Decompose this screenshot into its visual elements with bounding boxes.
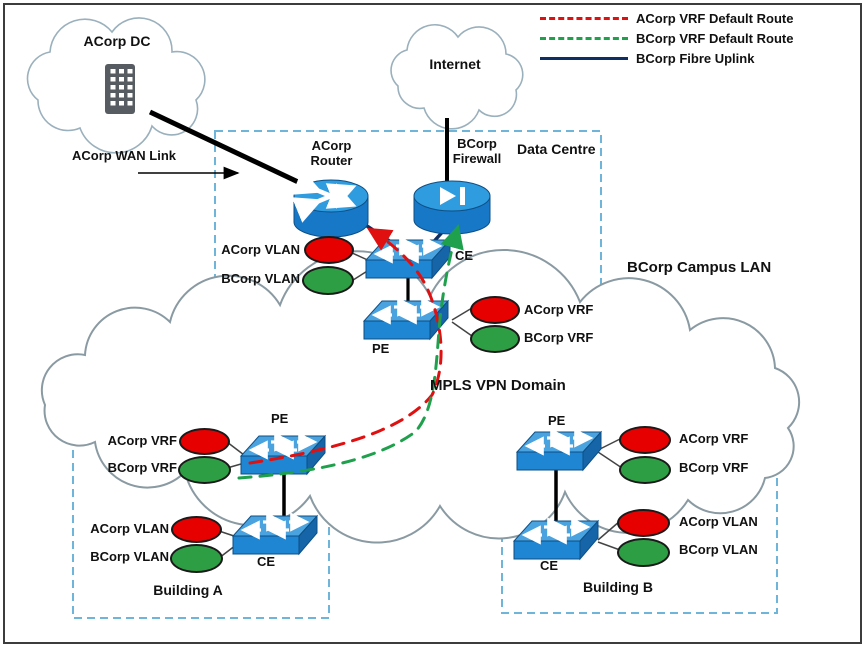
building-b-ce-acorp-vlan-ellipse [617,509,670,537]
building-b-ce-bcorp-vlan-label: BCorp VLAN [679,542,758,557]
acorp-wan-link-line [148,109,334,201]
campus-lan-label: BCorp Campus LAN [627,259,772,276]
building-a-pe-bcorp-vrf-ellipse [178,456,231,484]
legend-label: BCorp VRF Default Route [636,30,794,46]
internet-cloud-label: Internet [429,56,481,72]
building-a-ce-acorp-vlan-ellipse [171,516,222,543]
acorp-wan-link-label: ACorp WAN Link [72,148,176,163]
dc-ce-acorp-vlan-label: ACorp VLAN [221,242,300,257]
internet-cloud-shape [390,24,524,130]
building-windows [110,69,133,106]
legend: ACorp VRF Default Route BCorp VRF Defaul… [540,8,793,68]
building-b-pe-label: PE [548,413,566,428]
building-b-label: Building B [583,579,653,595]
building-a-pe-acorp-vrf-ellipse [179,428,230,455]
building-b-ce-label: CE [540,558,559,573]
building-b-ce-acorp-vlan-label: ACorp VLAN [679,514,758,529]
bcorp-vrf-default-route-line [237,224,464,480]
bcorp-firewall-label: BCorp Firewall [452,136,502,166]
dc-ce-label: CE [455,248,474,263]
building-b-pe-acorp-vrf-ellipse [619,426,671,454]
building-a-ce-label: CE [257,554,276,569]
dc-pe-bcorp-vrf-ellipse [470,325,520,353]
dc-ce-bcorp-vlan-label: BCorp VLAN [221,271,300,286]
building-a-pe-label: PE [271,411,289,426]
building-b-pe-acorp-vrf-label: ACorp VRF [679,431,749,446]
bcorp-route-dash-sample-icon [540,36,628,40]
dc-pe-bcorp-vrf-label: BCorp VRF [524,330,594,345]
building-b-pe-bcorp-vrf-label: BCorp VRF [679,460,749,475]
image-border [3,3,862,644]
acorp-vrf-default-route-line [248,227,443,465]
dc-pe-acorp-vrf-label: ACorp VRF [524,302,594,317]
legend-item-acorp-route: ACorp VRF Default Route [540,8,793,28]
fibre-uplink-sample-icon [540,56,628,60]
building-a-pe-bcorp-vrf-label: BCorp VRF [107,460,177,475]
mpls-domain-label: MPLS VPN Domain [430,377,566,394]
acorp-dc-cloud-label: ACorp DC [83,33,151,49]
acorp-route-dash-sample-icon [540,16,628,20]
building-a-ce-bcorp-vlan-ellipse [170,544,223,573]
legend-item-bcorp-route: BCorp VRF Default Route [540,28,793,48]
building-a-ce-acorp-vlan-label: ACorp VLAN [90,521,169,536]
building-b-ce-bcorp-vlan-ellipse [617,538,670,567]
legend-item-fibre-uplink: BCorp Fibre Uplink [540,48,793,68]
building-b-pe-bcorp-vrf-ellipse [619,456,671,484]
legend-label: BCorp Fibre Uplink [636,50,755,66]
building-a-ce-bcorp-vlan-label: BCorp VLAN [90,549,169,564]
legend-label: ACorp VRF Default Route [636,10,794,26]
building-a-label: Building A [153,582,223,598]
dc-pe-label: PE [372,341,390,356]
acorp-router-label: ACorp Router [310,138,353,168]
dc-ce-bcorp-vlan-ellipse [302,266,354,295]
mpls-cloud-shape [40,249,801,544]
dc-ce-acorp-vlan-ellipse [304,236,354,264]
building-a-pe-acorp-vrf-label: ACorp VRF [107,433,177,448]
dc-pe-acorp-vrf-ellipse [470,296,520,324]
data-centre-label: Data Centre [517,141,596,157]
